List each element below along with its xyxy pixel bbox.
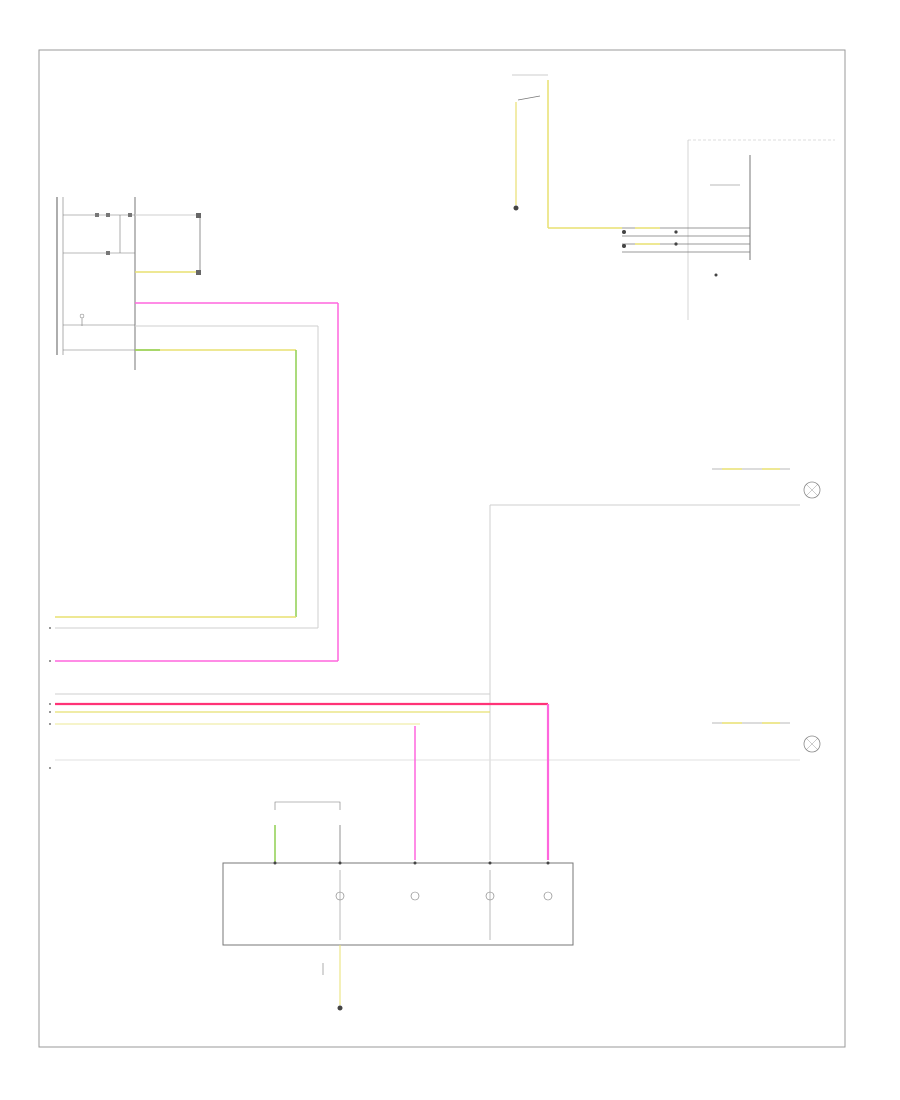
instrument-cluster [622, 139, 835, 320]
green-yellow-wire-switch-loop [55, 349, 297, 618]
connector-icon [49, 703, 51, 705]
pink-wire-switch-loop [55, 302, 339, 662]
connector-icon [49, 767, 51, 769]
connector-icon [49, 711, 51, 713]
connector-icon [49, 627, 51, 629]
gray-wire-switch-loop [55, 325, 319, 629]
right-lamp [489, 468, 821, 860]
connector-icon [49, 723, 51, 725]
connector-icon [49, 660, 51, 662]
switch-relay-bracket [135, 213, 201, 275]
top-switch [512, 74, 622, 229]
bottom-module [222, 801, 574, 1011]
diagram-frame [38, 49, 846, 1048]
left-switch-assembly [56, 197, 136, 370]
left-lamp [55, 722, 821, 761]
connector-markers-left [49, 627, 51, 769]
lamp-icon [803, 481, 821, 499]
lower-bus-wires [55, 693, 550, 860]
lamp-icon [803, 735, 821, 753]
